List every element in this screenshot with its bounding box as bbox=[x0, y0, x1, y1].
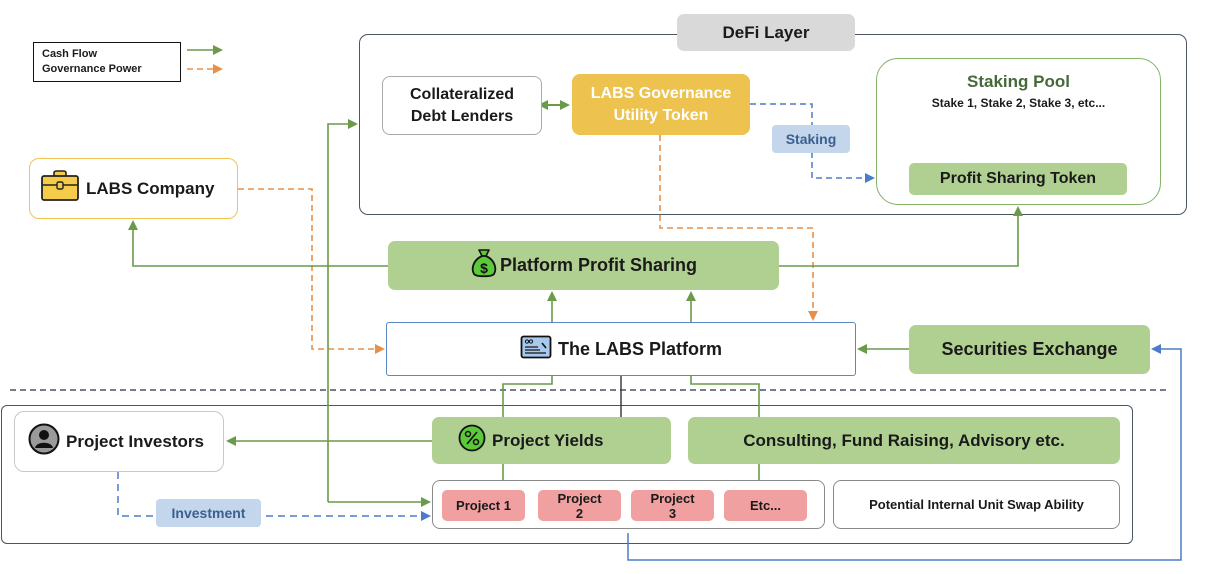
project-3-node[interactable]: Project 3 bbox=[631, 490, 714, 521]
services-node[interactable]: Consulting, Fund Raising, Advisory etc. bbox=[688, 417, 1120, 464]
platform-profit-sharing-node[interactable]: $ Platform Profit Sharing bbox=[388, 241, 779, 290]
project-etc-node[interactable]: Etc... bbox=[724, 490, 807, 521]
company-to-platform bbox=[238, 188, 385, 354]
project-1-node[interactable]: Project 1 bbox=[442, 490, 525, 521]
project-investors-label: Project Investors bbox=[66, 431, 204, 451]
legend-cash-flow-label: Cash Flow bbox=[42, 48, 98, 60]
project-yields-node[interactable]: Project Yields bbox=[432, 417, 671, 464]
project-2-node[interactable]: Project 2 bbox=[538, 490, 621, 521]
project-2-line-1: Project bbox=[557, 490, 602, 506]
governance-token-node[interactable]: LABS Governance Utility Token bbox=[572, 74, 750, 135]
platform-services-link bbox=[690, 376, 760, 417]
governance-token-line-1: LABS Governance bbox=[590, 84, 732, 102]
governance-token-to-platform bbox=[659, 135, 818, 321]
platform-profit-sharing-label: Platform Profit Sharing bbox=[499, 255, 697, 275]
collateralized-debt-lenders-node[interactable]: Collateralized Debt Lenders bbox=[382, 76, 542, 135]
staking-flow bbox=[750, 103, 875, 183]
project-3-line-2: 3 bbox=[668, 505, 677, 521]
investment-flow bbox=[117, 472, 431, 521]
user-avatar-icon bbox=[28, 423, 60, 460]
project-1-line-1: Project 1 bbox=[456, 498, 511, 513]
investment-label: Investment bbox=[156, 499, 261, 527]
governance-token-line-2: Utility Token bbox=[613, 106, 709, 124]
lenders-line-1: Collateralized bbox=[409, 85, 515, 103]
money-bag-icon: $ bbox=[470, 247, 498, 284]
project-layer-frame bbox=[1, 405, 1133, 544]
staking-pool-title: Staking Pool bbox=[967, 72, 1070, 91]
profit-sharing-to-company bbox=[128, 220, 388, 267]
legend: Cash Flow Governance Power bbox=[33, 42, 181, 82]
briefcase-icon bbox=[40, 170, 80, 207]
project-investors-node[interactable]: Project Investors bbox=[14, 411, 224, 472]
legend-governance-label: Governance Power bbox=[42, 63, 142, 75]
swap-ability-node[interactable]: Potential Internal Unit Swap Ability bbox=[833, 480, 1120, 529]
project-yields-label: Project Yields bbox=[492, 430, 604, 450]
project-3-line-1: Project bbox=[650, 490, 695, 506]
percent-icon bbox=[458, 424, 486, 457]
svg-text:$: $ bbox=[480, 260, 488, 276]
labs-platform-node[interactable]: The LABS Platform bbox=[386, 322, 856, 376]
profit-sharing-token-node[interactable]: Profit Sharing Token bbox=[909, 163, 1127, 195]
labs-platform-label: The LABS Platform bbox=[557, 338, 722, 359]
project-2-line-2: 2 bbox=[575, 505, 584, 521]
projects-to-lenders bbox=[327, 119, 358, 502]
profit-sharing-to-token bbox=[779, 206, 1023, 267]
securities-exchange-node[interactable]: Securities Exchange bbox=[909, 325, 1150, 374]
staking-pool-subtitle: Stake 1, Stake 2, Stake 3, etc... bbox=[931, 96, 1106, 110]
dashboard-icon bbox=[520, 335, 552, 364]
project-etc-line-1: Etc... bbox=[749, 498, 782, 513]
labs-company-label: LABS Company bbox=[86, 178, 215, 198]
defi-layer-title: DeFi Layer bbox=[677, 14, 855, 51]
lenders-line-2: Debt Lenders bbox=[410, 107, 514, 125]
staking-label: Staking bbox=[772, 125, 850, 153]
projects-to-exchange bbox=[627, 344, 1182, 561]
labs-company-node[interactable]: LABS Company bbox=[29, 158, 238, 219]
platform-yields-link bbox=[502, 376, 553, 417]
